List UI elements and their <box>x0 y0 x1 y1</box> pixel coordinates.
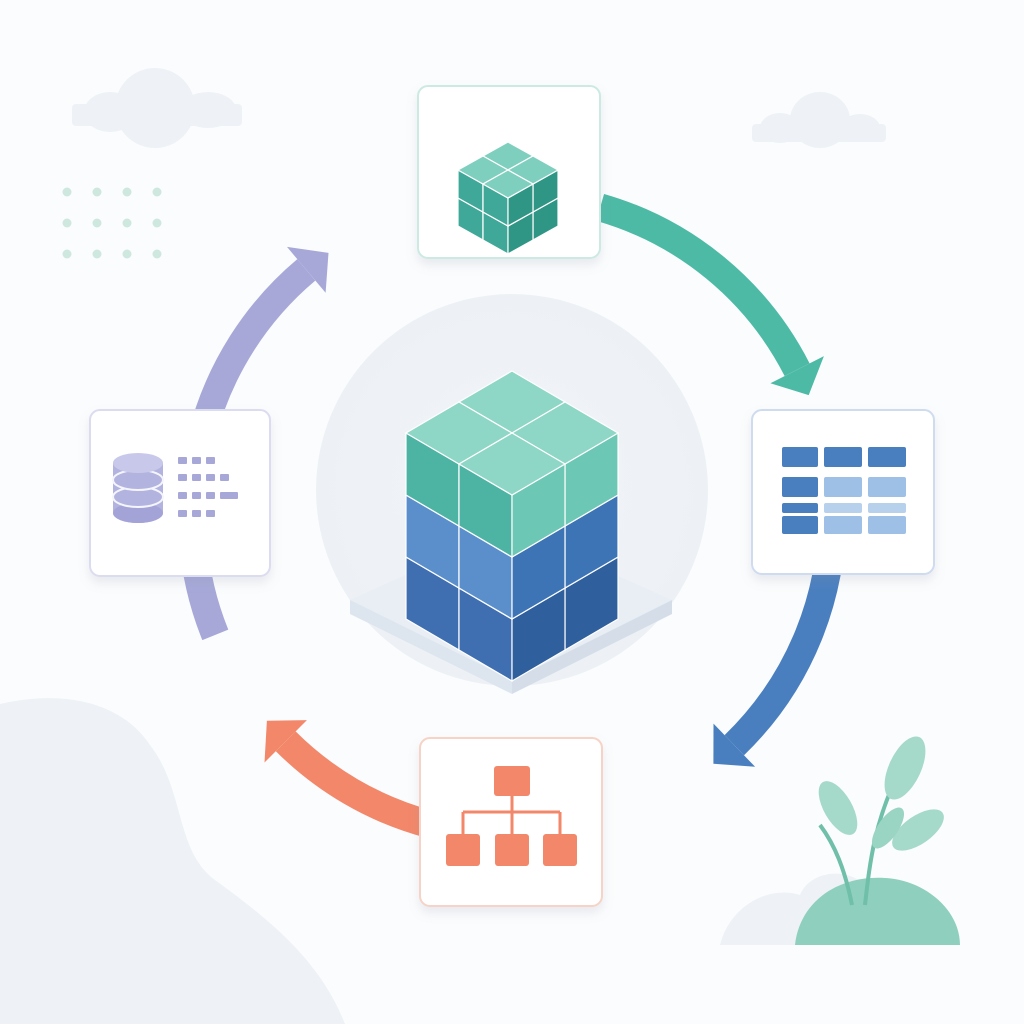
table-icon <box>782 447 906 534</box>
cloud-bottom-left <box>0 698 345 1024</box>
data-dots-icon <box>178 457 238 517</box>
grid-dot <box>62 249 72 259</box>
grid-dot <box>122 218 132 228</box>
cloud-top-right <box>752 92 886 148</box>
grid-dot <box>122 249 132 259</box>
grid-dot <box>62 218 72 228</box>
grid-dot <box>62 187 72 197</box>
data-cube-icon <box>404 370 620 683</box>
plant-decoration <box>795 736 960 945</box>
hierarchy-icon <box>446 766 577 866</box>
cloud-top-left <box>72 68 242 148</box>
arrowhead-table-card <box>770 356 824 396</box>
arrowhead-hierarchy-card <box>713 723 756 767</box>
grid-dot <box>152 249 162 259</box>
grid-dot <box>122 187 132 197</box>
grid-dot <box>152 187 162 197</box>
grid-dot <box>92 249 102 259</box>
cube-block <box>481 169 535 228</box>
arrowhead-cube-card <box>287 246 329 293</box>
dot-grid <box>62 187 162 259</box>
cube-icon <box>456 141 560 256</box>
grid-dot <box>152 218 162 228</box>
grid-dot <box>92 187 102 197</box>
arrowhead-database-card <box>264 720 307 763</box>
database-icon <box>112 453 164 523</box>
arc-cube-card-to-table-card <box>596 193 810 377</box>
grid-dot <box>92 218 102 228</box>
cube-block <box>457 432 567 559</box>
